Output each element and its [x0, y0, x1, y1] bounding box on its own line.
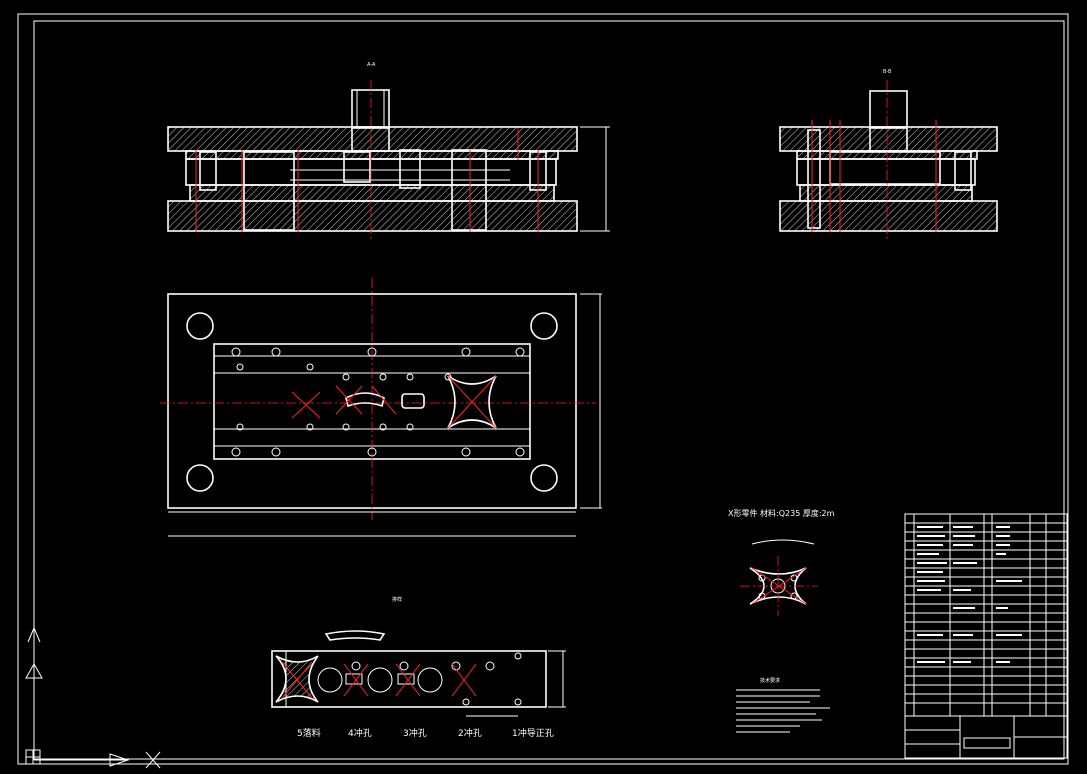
station-label: 1冲导正孔: [512, 727, 554, 739]
part-title: X形零件 材料:Q235 厚度:2m: [728, 508, 835, 518]
front-section-view[interactable]: A-A: [167, 62, 610, 240]
station-label: 2冲孔: [458, 727, 482, 739]
notes-title: 技术要求: [760, 677, 780, 684]
plan-view[interactable]: [160, 278, 602, 537]
ucs-icon: Y X: [25, 627, 161, 769]
part-drawing[interactable]: X形零件 材料:Q235 厚度:2m 技术要求: [728, 508, 835, 733]
station-label: 5落料: [297, 727, 321, 739]
strip-layout[interactable]: 排样 5落料 4冲孔 3冲孔 2冲孔 1冲导正孔: [271, 596, 566, 739]
parts-list-table[interactable]: [904, 513, 1068, 759]
station-label: 4冲孔: [348, 727, 372, 739]
drawing-frame: [17, 13, 1069, 765]
guide-post-hole: [530, 312, 558, 340]
guide-post-hole: [530, 464, 558, 492]
guide-post-hole: [186, 312, 214, 340]
guide-post-hole: [186, 464, 214, 492]
section-label-b: B-B: [883, 69, 892, 75]
station-label: 3冲孔: [403, 727, 427, 739]
strip-title: 排样: [392, 596, 402, 603]
section-label-a: A-A: [367, 62, 376, 68]
side-section-view[interactable]: B-B: [779, 69, 998, 240]
